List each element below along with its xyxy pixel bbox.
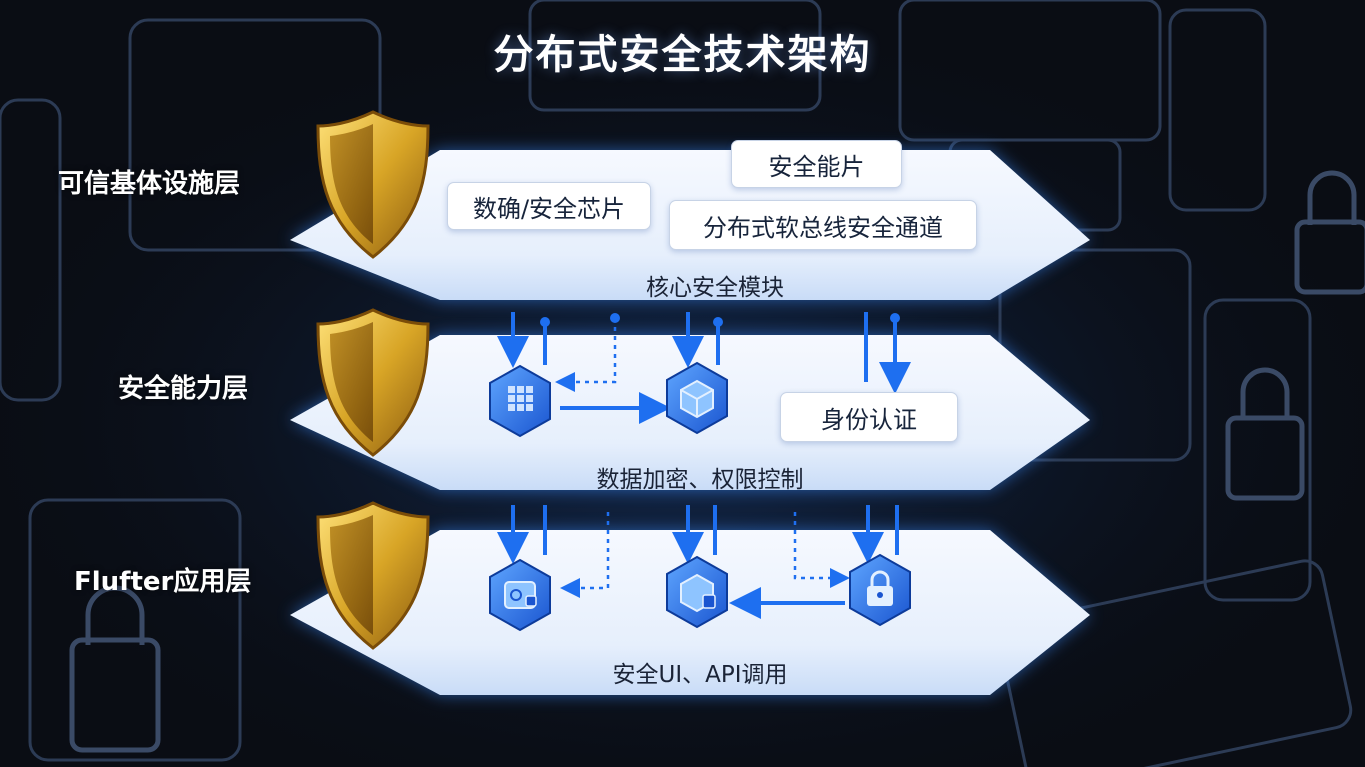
connector-dots <box>540 313 900 327</box>
layer-label-application: Flufter应用层 <box>74 567 252 597</box>
cube-lock-icon <box>666 555 728 629</box>
shield-icon <box>316 308 430 457</box>
label-box-security-capability: 安全能片 <box>731 140 902 188</box>
page-title: 分布式安全技术架构 <box>493 32 872 78</box>
grid-cube-icon <box>489 364 551 438</box>
phone-outline <box>1168 8 1267 212</box>
layer-connectors <box>497 312 911 619</box>
layer-label-capability: 安全能力层 <box>118 374 249 404</box>
layer-caption-application: 安全UI、API调用 <box>612 662 788 688</box>
label-box-identity-auth: 身份认证 <box>780 392 958 442</box>
safe-box-icon <box>489 558 551 632</box>
layer-caption-infrastructure: 核心安全模块 <box>646 275 784 301</box>
padlock-outlines <box>69 170 1365 753</box>
shield-icon <box>316 501 430 650</box>
label-box-softbus-channel: 分布式软总线安全通道 <box>669 200 977 250</box>
layer-caption-capability: 数据加密、权限控制 <box>596 467 804 493</box>
layer-label-infrastructure: 可信基体设施层 <box>58 169 241 199</box>
padlock-icon <box>849 553 911 627</box>
cube-icon <box>666 361 728 435</box>
label-box-secure-chip: 数确/安全芯片 <box>447 182 651 230</box>
dotted-connectors <box>555 318 850 598</box>
shield-icon <box>316 110 430 259</box>
